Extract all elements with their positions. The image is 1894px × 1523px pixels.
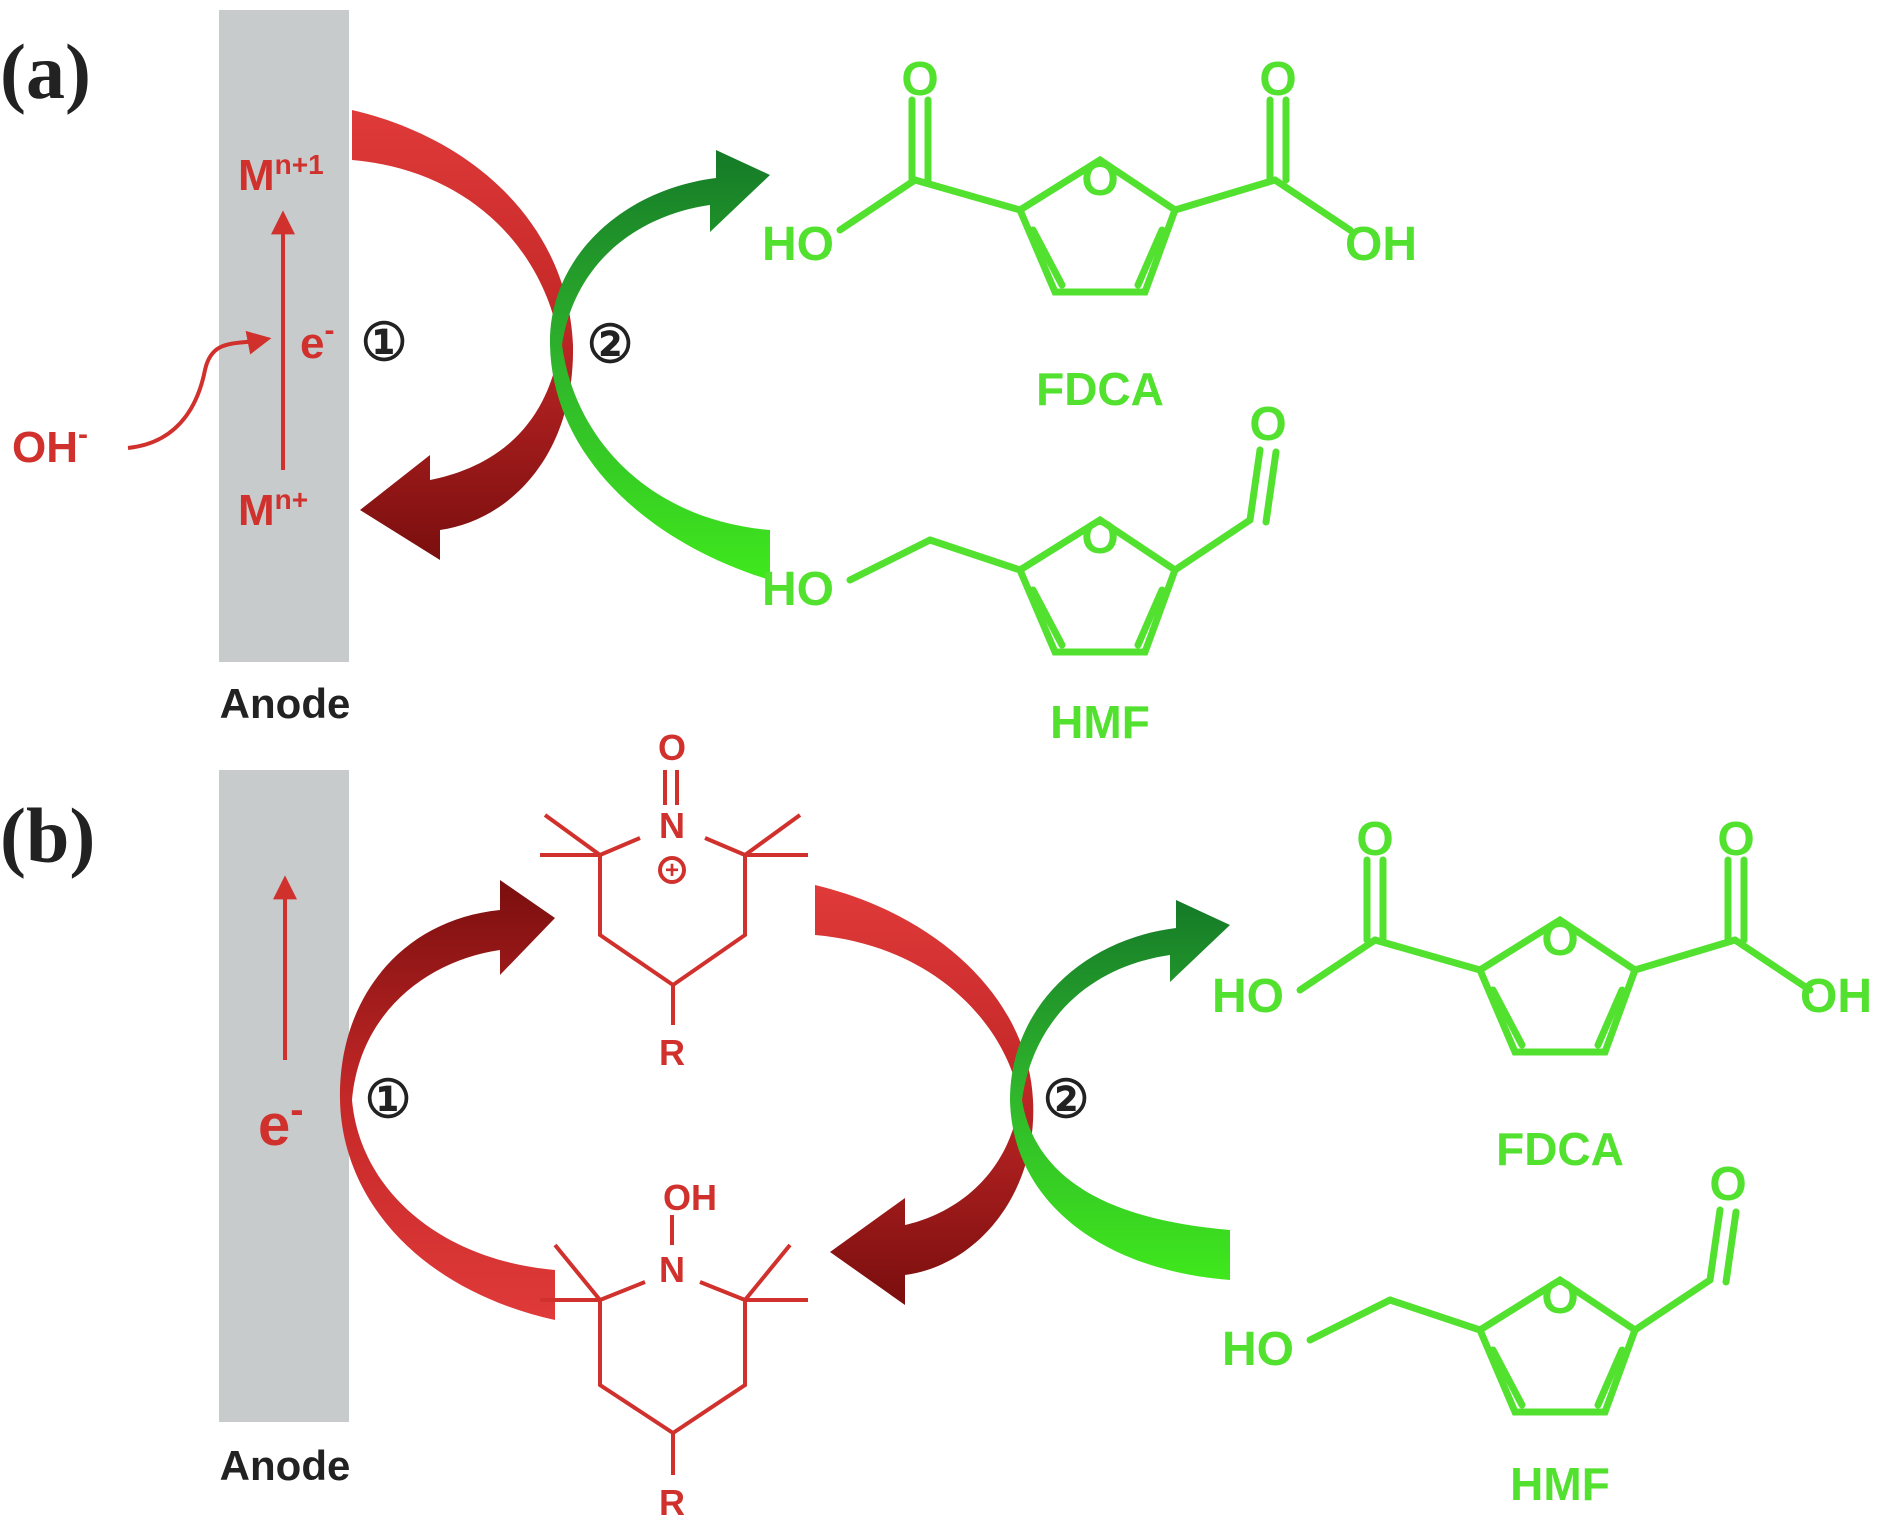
hmf-ho-a: HO bbox=[762, 563, 834, 616]
step2-label-b: ② bbox=[1043, 1071, 1090, 1129]
panel-a: (a) Anode Mn+1 Mn+ OH- e- ① ② bbox=[0, 10, 1417, 748]
hmf-aldehyde-o-b: O bbox=[1709, 1158, 1746, 1211]
hmf-ho-b: HO bbox=[1222, 1323, 1294, 1376]
fdca-ho-a: HO bbox=[762, 218, 834, 271]
fdca-ring-o-a: O bbox=[1081, 153, 1118, 206]
electron-label-a: e- bbox=[300, 314, 334, 368]
fdca-carbonyl-o-left-a: O bbox=[901, 53, 938, 106]
hydroxylamine-n: N bbox=[659, 1249, 685, 1290]
hydroxylamine-structure bbox=[540, 1215, 808, 1475]
hmf-ring-o-b: O bbox=[1541, 1271, 1578, 1324]
fdca-oh-a: OH bbox=[1345, 218, 1417, 271]
fdca-ho-b: HO bbox=[1212, 970, 1284, 1023]
hmf-ring-o-a: O bbox=[1081, 511, 1118, 564]
electron-label-b: e- bbox=[258, 1088, 304, 1158]
fdca-label-a: FDCA bbox=[1036, 363, 1164, 415]
green-cycle-arrow-b bbox=[1010, 900, 1230, 1280]
oxoammonium-charge: + bbox=[665, 857, 679, 884]
hydroxide-label-a: OH- bbox=[12, 418, 88, 472]
red-cycle-arrow-b-right bbox=[815, 885, 1034, 1305]
oxidized-metal-a: Mn+1 bbox=[238, 149, 324, 200]
hydroxide-arrow-a bbox=[127, 330, 272, 450]
reduced-metal-a: Mn+ bbox=[238, 484, 308, 535]
step2-label-a: ② bbox=[587, 316, 634, 374]
hydroxylamine-r: R bbox=[659, 1482, 685, 1523]
fdca-molecule-b bbox=[1296, 856, 1814, 1056]
panel-b: (b) Anode e- ① ② O N + R bbox=[0, 727, 1872, 1523]
oxoammonium-n: N bbox=[659, 805, 685, 846]
anode-label-b: Anode bbox=[220, 1442, 351, 1489]
fdca-carbonyl-o-right-b: O bbox=[1717, 813, 1754, 866]
fdca-molecule-a bbox=[836, 96, 1354, 296]
fdca-ring-o-b: O bbox=[1541, 913, 1578, 966]
hmf-molecule-b bbox=[1306, 1206, 1740, 1416]
oxoammonium-structure bbox=[540, 770, 808, 1025]
hmf-label-a: HMF bbox=[1050, 696, 1150, 748]
fdca-label-b: FDCA bbox=[1496, 1123, 1624, 1175]
green-cycle-arrow-a bbox=[549, 150, 770, 580]
fdca-carbonyl-o-right-a: O bbox=[1259, 53, 1296, 106]
step1-label-a: ① bbox=[361, 314, 408, 372]
oxoammonium-r: R bbox=[659, 1032, 685, 1073]
fdca-oh-b: OH bbox=[1800, 970, 1872, 1023]
hydroxylamine-oh: OH bbox=[663, 1177, 717, 1218]
panel-b-label: (b) bbox=[0, 792, 95, 879]
anode-label-a: Anode bbox=[220, 680, 351, 727]
hmf-molecule-a bbox=[846, 446, 1280, 656]
red-cycle-arrow-a bbox=[352, 110, 574, 560]
hmf-label-b: HMF bbox=[1510, 1458, 1610, 1510]
oxoammonium-o: O bbox=[658, 727, 686, 768]
fdca-carbonyl-o-left-b: O bbox=[1356, 813, 1393, 866]
hmf-aldehyde-o-a: O bbox=[1249, 398, 1286, 451]
red-cycle-arrow-b-left bbox=[339, 880, 555, 1320]
step1-label-b: ① bbox=[365, 1071, 412, 1129]
panel-a-label: (a) bbox=[0, 28, 91, 115]
